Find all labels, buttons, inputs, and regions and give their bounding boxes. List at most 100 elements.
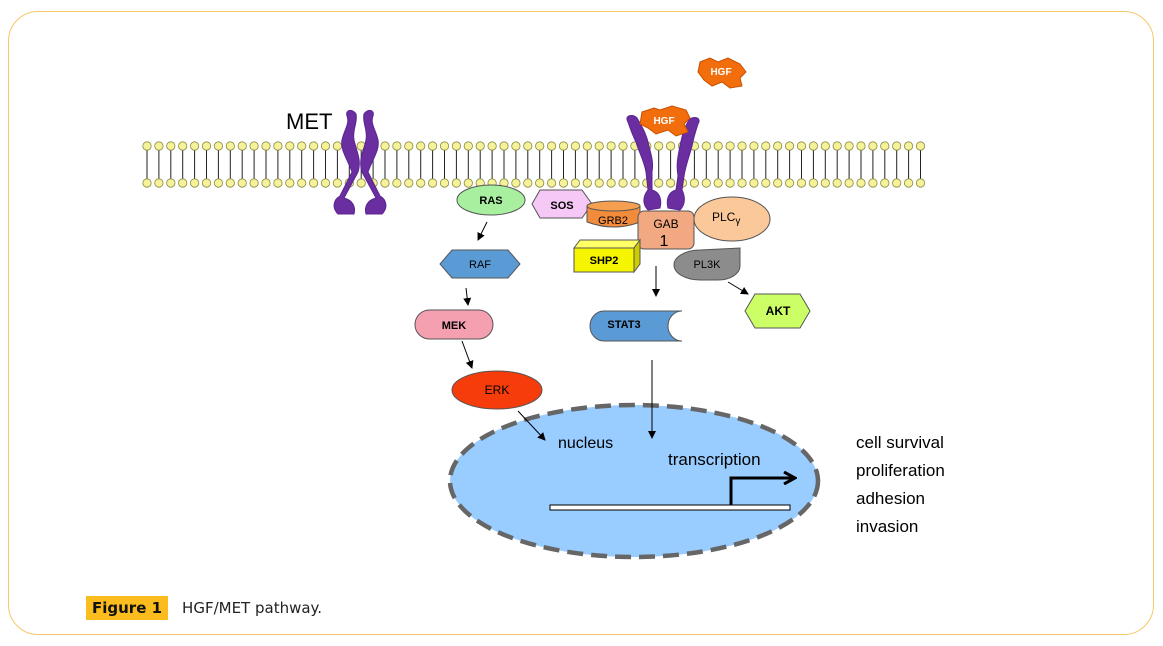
lipid-head [225, 178, 235, 188]
hgf-bound: HGF [639, 105, 691, 137]
lipid-head [725, 178, 735, 188]
lipid-head [832, 141, 842, 151]
lipid-head [356, 178, 366, 188]
nucleus-label: nucleus [558, 435, 613, 452]
lipid-head [713, 178, 723, 188]
lipid-head [332, 178, 342, 188]
lipid-head [749, 178, 759, 188]
lipid-head [380, 178, 390, 188]
raf-node: RAF [439, 249, 521, 279]
sos-label: SOS [550, 200, 573, 212]
lipid-head [773, 178, 783, 188]
lipid-head [725, 141, 735, 151]
lipid-head [582, 178, 592, 188]
lipid-head [201, 141, 212, 151]
met-receptor-left [333, 109, 387, 215]
lipid-head [308, 141, 319, 151]
lipid-head [749, 141, 759, 151]
arrow-erk-nucleus [517, 410, 546, 441]
lipid-head [903, 178, 914, 188]
met-receptor-active [626, 114, 700, 211]
stat3-label: STAT3 [607, 319, 640, 331]
hgf-free: HGF [697, 57, 747, 89]
mek-label: MEK [442, 320, 467, 332]
lipid-head [558, 141, 569, 151]
lipid-head [654, 178, 664, 188]
lipid-head [701, 141, 711, 151]
lipid-head [404, 178, 414, 188]
figure-caption: Figure 1 HGF/MET pathway. [86, 596, 322, 620]
lipid-head [630, 178, 640, 188]
lipid-head [618, 178, 628, 188]
nucleus: nucleus transcription [447, 402, 821, 560]
lipid-head [880, 141, 890, 151]
lipid-head [808, 178, 819, 188]
lipid-head [594, 178, 604, 188]
akt-label: AKT [766, 304, 791, 318]
lipid-head [868, 141, 878, 151]
lipid-head [285, 141, 295, 151]
lipid-head [166, 178, 176, 188]
lipid-head [404, 141, 414, 151]
lipid-head [606, 141, 616, 151]
lipid-head [570, 141, 581, 151]
lipid-head [713, 141, 723, 151]
transcription-start-arrow [729, 478, 795, 505]
lipid-head [570, 178, 581, 188]
lipid-head [737, 178, 747, 188]
lipid-head [546, 141, 557, 151]
lipid-head [285, 178, 295, 188]
lipid-head [308, 178, 319, 188]
lipid-head [190, 141, 200, 151]
lipid-head [808, 141, 819, 151]
lipid-head [737, 141, 747, 151]
lipid-head [237, 178, 247, 188]
lipid-head [618, 141, 628, 151]
lipid-head [201, 178, 212, 188]
gab1-node: GAB 1 [637, 210, 695, 250]
arrow-ras-raf [477, 221, 488, 241]
lipid-head [535, 178, 545, 188]
figure-label: Figure 1 [86, 596, 169, 620]
lipid-head [856, 178, 866, 188]
lipid-head [261, 178, 271, 188]
lipid-head [915, 141, 926, 151]
lipid-head [665, 141, 676, 151]
lipid-head [261, 141, 271, 151]
lipid-head [225, 141, 235, 151]
lipid-head [451, 141, 461, 151]
outcome-item: invasion [856, 517, 918, 536]
lipid-head [416, 178, 426, 188]
lipid-head [237, 141, 247, 151]
lipid-head [273, 178, 283, 188]
lipid-head [654, 141, 664, 151]
pl3k-label: PL3K [694, 259, 722, 271]
lipid-head [594, 141, 604, 151]
lipid-head [892, 141, 902, 151]
figure-frame [8, 11, 1154, 635]
lipid-head [820, 141, 830, 151]
lipid-head [380, 141, 390, 151]
plcg-node: PLCγ [693, 196, 771, 242]
lipid-head [273, 141, 283, 151]
lipid-head [761, 141, 771, 151]
lipid-head [511, 178, 521, 188]
cell-membrane [142, 141, 926, 188]
lipid-head [392, 178, 402, 188]
ras-label: RAS [479, 195, 502, 207]
lipid-head [665, 178, 676, 188]
lipid-head [546, 178, 557, 188]
figure-caption-text: HGF/MET pathway. [182, 599, 323, 617]
gab1-label-line1: GAB [653, 217, 678, 231]
dna-strand [549, 504, 791, 511]
lipid-head [154, 178, 164, 188]
lipid-head [832, 178, 842, 188]
lipid-head [523, 178, 533, 188]
lipid-head [320, 141, 331, 151]
lipid-head [463, 178, 473, 188]
akt-node: AKT [744, 293, 811, 329]
lipid-head [249, 178, 259, 188]
lipid-head [297, 141, 307, 151]
lipid-head [475, 141, 485, 151]
